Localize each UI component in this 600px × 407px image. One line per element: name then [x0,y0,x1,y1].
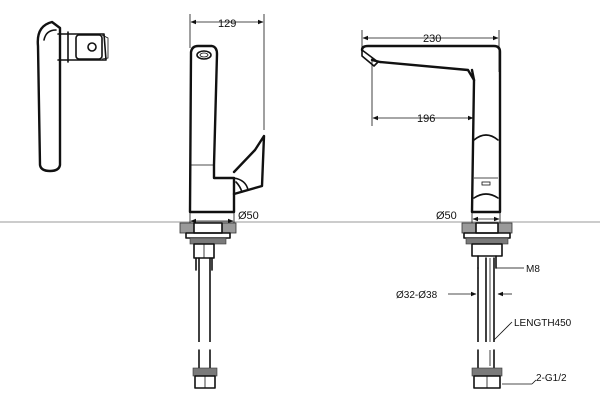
label-connection: 2-G1/2 [536,373,567,384]
label-hose-length: LENGTH450 [514,318,572,329]
handle-detail [36,20,109,173]
dim-front-reach: 196 [417,113,435,125]
dim-front-width: 230 [423,33,441,45]
front-view: 230 196 Ø50 M8 [360,30,572,389]
dim-hole-range: Ø32-Ø38 [396,290,438,301]
dim-front-diameter: Ø50 [436,210,457,222]
side-view: 129 Ø50 [179,14,266,389]
dim-side-width: 129 [218,18,236,30]
label-thread: M8 [526,264,540,275]
dim-side-diameter: Ø50 [238,210,259,222]
